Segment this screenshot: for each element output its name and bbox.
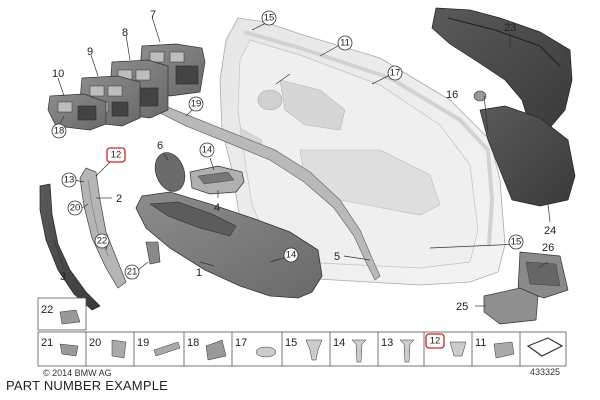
legend-17-label: 17 [235, 337, 247, 349]
label-26: 26 [542, 242, 554, 254]
callout-15-right: 15 [508, 234, 524, 250]
callout-22: 22 [94, 233, 110, 249]
label-3: 3 [60, 271, 66, 283]
label-7: 7 [150, 9, 156, 21]
svg-text:12: 12 [111, 150, 122, 161]
legend-14-label: 14 [333, 337, 345, 349]
callout-11: 11 [337, 35, 353, 51]
label-16: 16 [446, 89, 458, 101]
callout-20: 20 [67, 200, 83, 216]
lower-trim-3 [39, 183, 101, 311]
callout-12-highlighted: 12 [106, 147, 126, 163]
label-1: 1 [196, 267, 202, 279]
label-10: 10 [52, 68, 64, 80]
legend-12-highlight [425, 333, 445, 349]
legend-13-label: 13 [381, 337, 393, 349]
label-2: 2 [116, 193, 122, 205]
reference-number: 433325 [530, 367, 561, 377]
clip-21-part [145, 241, 161, 265]
label-24: 24 [544, 225, 556, 237]
callout-19: 19 [188, 96, 204, 112]
callout-17: 17 [387, 65, 403, 81]
label-5: 5 [334, 251, 340, 263]
callouts: 15 11 17 19 14 14 15 18 13 20 22 21 12 7… [51, 9, 556, 313]
callout-15-top: 15 [261, 10, 277, 26]
label-8: 8 [122, 27, 128, 39]
svg-text:22: 22 [97, 236, 108, 247]
svg-text:14: 14 [202, 145, 213, 156]
legend-11-label: 11 [475, 337, 486, 349]
callout-21: 21 [124, 264, 140, 280]
svg-text:11: 11 [340, 38, 350, 49]
legend-20-label: 20 [89, 337, 101, 349]
label-4: 4 [214, 202, 220, 214]
door-seal [431, 7, 573, 131]
legend-arrow-icon [526, 337, 564, 357]
callout-18: 18 [51, 123, 67, 139]
lower-trim-2 [79, 167, 127, 289]
small-parts-legend: 22 21 20 19 18 17 15 14 13 12 11 [37, 297, 567, 367]
label-25: 25 [456, 301, 468, 313]
legend-15-label: 15 [285, 337, 297, 349]
label-23: 23 [504, 22, 516, 34]
legend-19-label: 19 [137, 337, 149, 349]
svg-text:13: 13 [64, 175, 75, 186]
svg-text:17: 17 [390, 68, 401, 79]
legend-22-label: 22 [41, 304, 53, 316]
svg-text:20: 20 [70, 203, 81, 214]
door-trim-panel [219, 17, 506, 286]
callout-14-armrest: 14 [283, 247, 299, 263]
callout-13: 13 [61, 172, 77, 188]
svg-text:15: 15 [264, 13, 275, 24]
svg-text:15: 15 [511, 237, 522, 248]
door-handle [189, 165, 245, 195]
svg-text:19: 19 [191, 99, 202, 110]
label-9: 9 [87, 46, 93, 58]
sound-insulator [479, 105, 576, 207]
svg-text:21: 21 [127, 267, 138, 278]
speaker-cover [154, 152, 186, 192]
svg-text:18: 18 [54, 126, 65, 137]
cover-25 [483, 287, 539, 325]
legend-21-label: 21 [41, 337, 53, 349]
clip-16-part [473, 90, 487, 102]
callout-14-handle: 14 [199, 142, 215, 158]
copyright-text: © 2014 BMW AG [43, 368, 112, 378]
label-6: 6 [157, 140, 163, 152]
footer-caption: PART NUMBER EXAMPLE [6, 378, 169, 393]
svg-text:14: 14 [286, 250, 297, 261]
armrest-trim [135, 191, 323, 299]
bracket-26 [517, 251, 569, 299]
trim-strip [157, 103, 381, 281]
switch-block-10 [47, 93, 107, 131]
legend-18-label: 18 [187, 337, 199, 349]
legend-12-label: 12 [430, 336, 441, 347]
